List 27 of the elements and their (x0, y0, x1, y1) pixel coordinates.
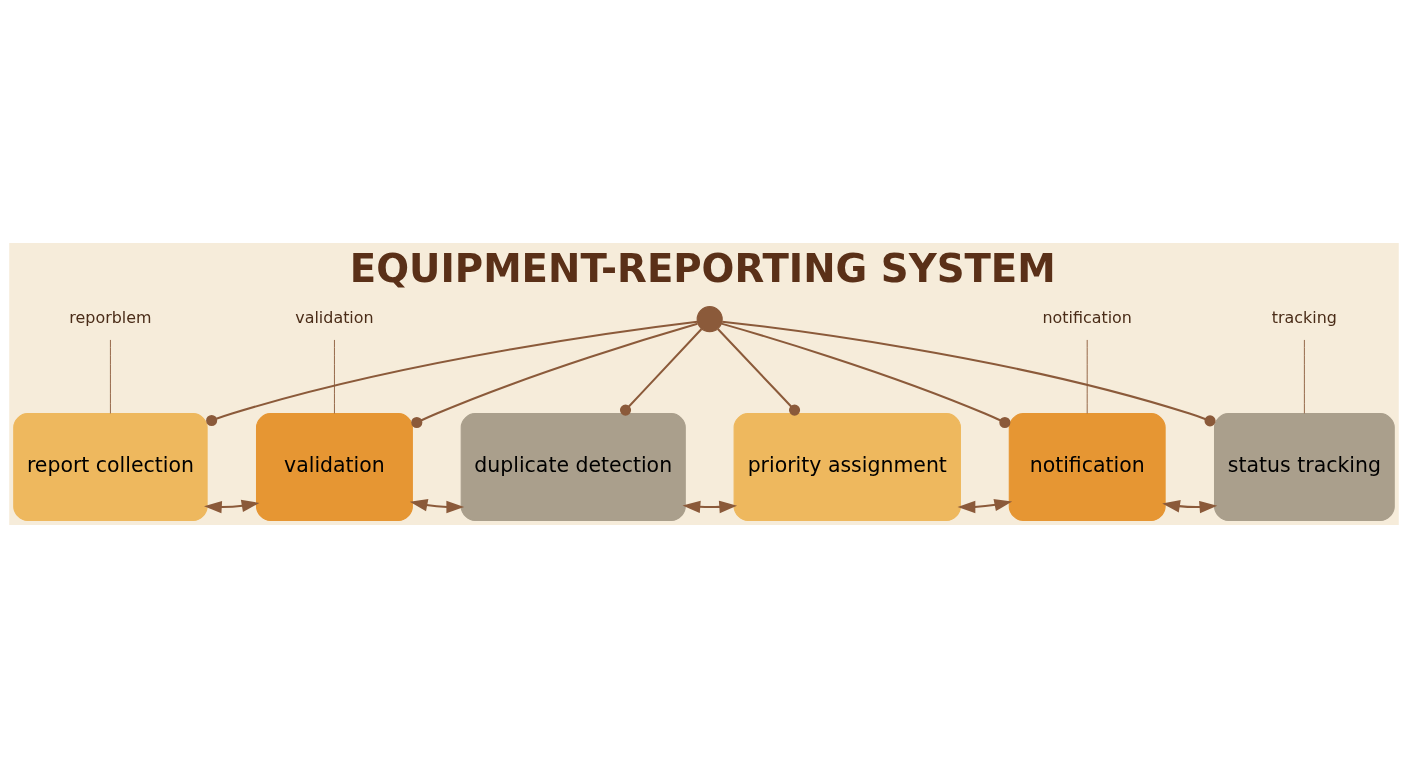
connector (411, 322, 698, 429)
connector (722, 320, 1216, 427)
node-box: priority assignment (733, 413, 961, 522)
node-box: duplicate detection (460, 413, 686, 522)
arrow (957, 498, 1013, 514)
connector (206, 320, 698, 427)
node-box: notification (1008, 413, 1166, 522)
arrow (204, 499, 260, 514)
arrow (682, 500, 738, 514)
node-text: validation (295, 308, 374, 328)
connector (717, 328, 801, 416)
node-text: tracking (1271, 308, 1337, 328)
connector (619, 328, 703, 416)
arrow (1162, 500, 1218, 514)
connector (1303, 339, 1305, 414)
node-box: report collection (13, 413, 208, 522)
connector (1086, 339, 1088, 414)
node-text: notification (1042, 308, 1132, 328)
connector (334, 339, 335, 414)
node-box: status tracking (1214, 413, 1395, 522)
diagram-title: EQUIPMENT-REPORTING SYSTEM (349, 245, 1056, 291)
node-circle (696, 306, 723, 333)
connector (110, 339, 111, 414)
node-box: validation (256, 413, 413, 522)
node-text: reporblem (69, 308, 152, 328)
arrow (409, 499, 465, 514)
connector (721, 322, 1011, 429)
